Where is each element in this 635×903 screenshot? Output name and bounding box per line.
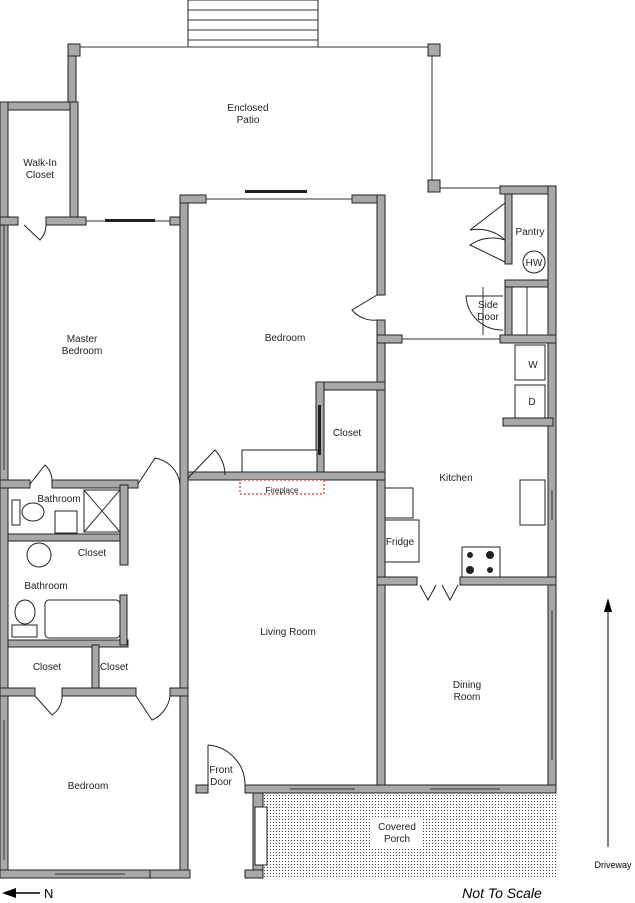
- label-washer: W: [528, 360, 538, 371]
- label-side-door-1: Side: [478, 300, 498, 311]
- doors: [23, 202, 506, 786]
- label-fridge: Fridge: [386, 537, 415, 548]
- label-bathroom-2: Bathroom: [24, 581, 67, 592]
- label-dryer: D: [528, 397, 535, 408]
- fridge: [384, 519, 420, 563]
- label-closet-small: Closet: [100, 662, 129, 673]
- label-bedroom-bottom: Bedroom: [68, 781, 109, 792]
- label-covered-porch-2: Porch: [384, 834, 410, 845]
- fixtures: [11, 250, 546, 866]
- water-heater: [522, 250, 546, 274]
- label-hw: HW: [526, 258, 543, 269]
- hearth: [241, 449, 318, 473]
- label-dining-room-2: Room: [454, 692, 481, 703]
- bath-sink: [54, 510, 78, 534]
- bathtub: [44, 599, 121, 639]
- label-kitchen: Kitchen: [439, 473, 472, 484]
- patio-steps: [187, 0, 319, 48]
- lavatory: [26, 542, 52, 568]
- label-master-bedroom-2: Bedroom: [62, 346, 103, 357]
- room-labels: Enclosed Patio Walk-In Closet Master Bed…: [23, 103, 544, 845]
- toilet-2: [14, 599, 36, 625]
- label-closet-left: Closet: [33, 662, 62, 673]
- arrow-up-icon: [604, 598, 612, 612]
- label-walk-in-closet-2: Closet: [26, 170, 55, 181]
- label-bathroom-1: Bathroom: [37, 494, 80, 505]
- windows: [3, 46, 553, 875]
- label-enclosed-patio-1: Enclosed: [227, 103, 268, 114]
- north-label: N: [44, 886, 53, 901]
- driveway-arrow: Driveway: [594, 598, 632, 870]
- arrow-left-icon: [2, 888, 16, 898]
- driveway-label: Driveway: [594, 860, 632, 870]
- toilet: [21, 502, 45, 522]
- porch-bench: [254, 806, 268, 866]
- label-covered-porch-1: Covered: [378, 822, 416, 833]
- label-master-bedroom-1: Master: [67, 334, 98, 345]
- label-pantry: Pantry: [516, 227, 545, 238]
- not-to-scale-label: Not To Scale: [462, 885, 542, 901]
- toilet-tank-2: [11, 624, 38, 638]
- label-fireplace: Fireplace: [266, 486, 299, 495]
- label-bedroom-center: Bedroom: [265, 333, 306, 344]
- label-closet-center: Closet: [333, 428, 362, 439]
- label-front-door-1: Front: [209, 765, 233, 776]
- dryer: [514, 384, 546, 419]
- counter: [384, 487, 414, 519]
- label-dining-room-1: Dining: [453, 680, 481, 691]
- north-arrow: N: [2, 886, 53, 901]
- kitchen-sink: [519, 479, 546, 526]
- toilet-tank: [11, 499, 21, 526]
- label-closet-bath: Closet: [78, 548, 107, 559]
- label-walk-in-closet-1: Walk-In: [23, 158, 57, 169]
- washer: [514, 344, 546, 381]
- label-front-door-2: Door: [210, 777, 232, 788]
- label-side-door-2: Door: [477, 312, 499, 323]
- label-living-room: Living Room: [260, 627, 316, 638]
- label-enclosed-patio-2: Patio: [237, 115, 260, 126]
